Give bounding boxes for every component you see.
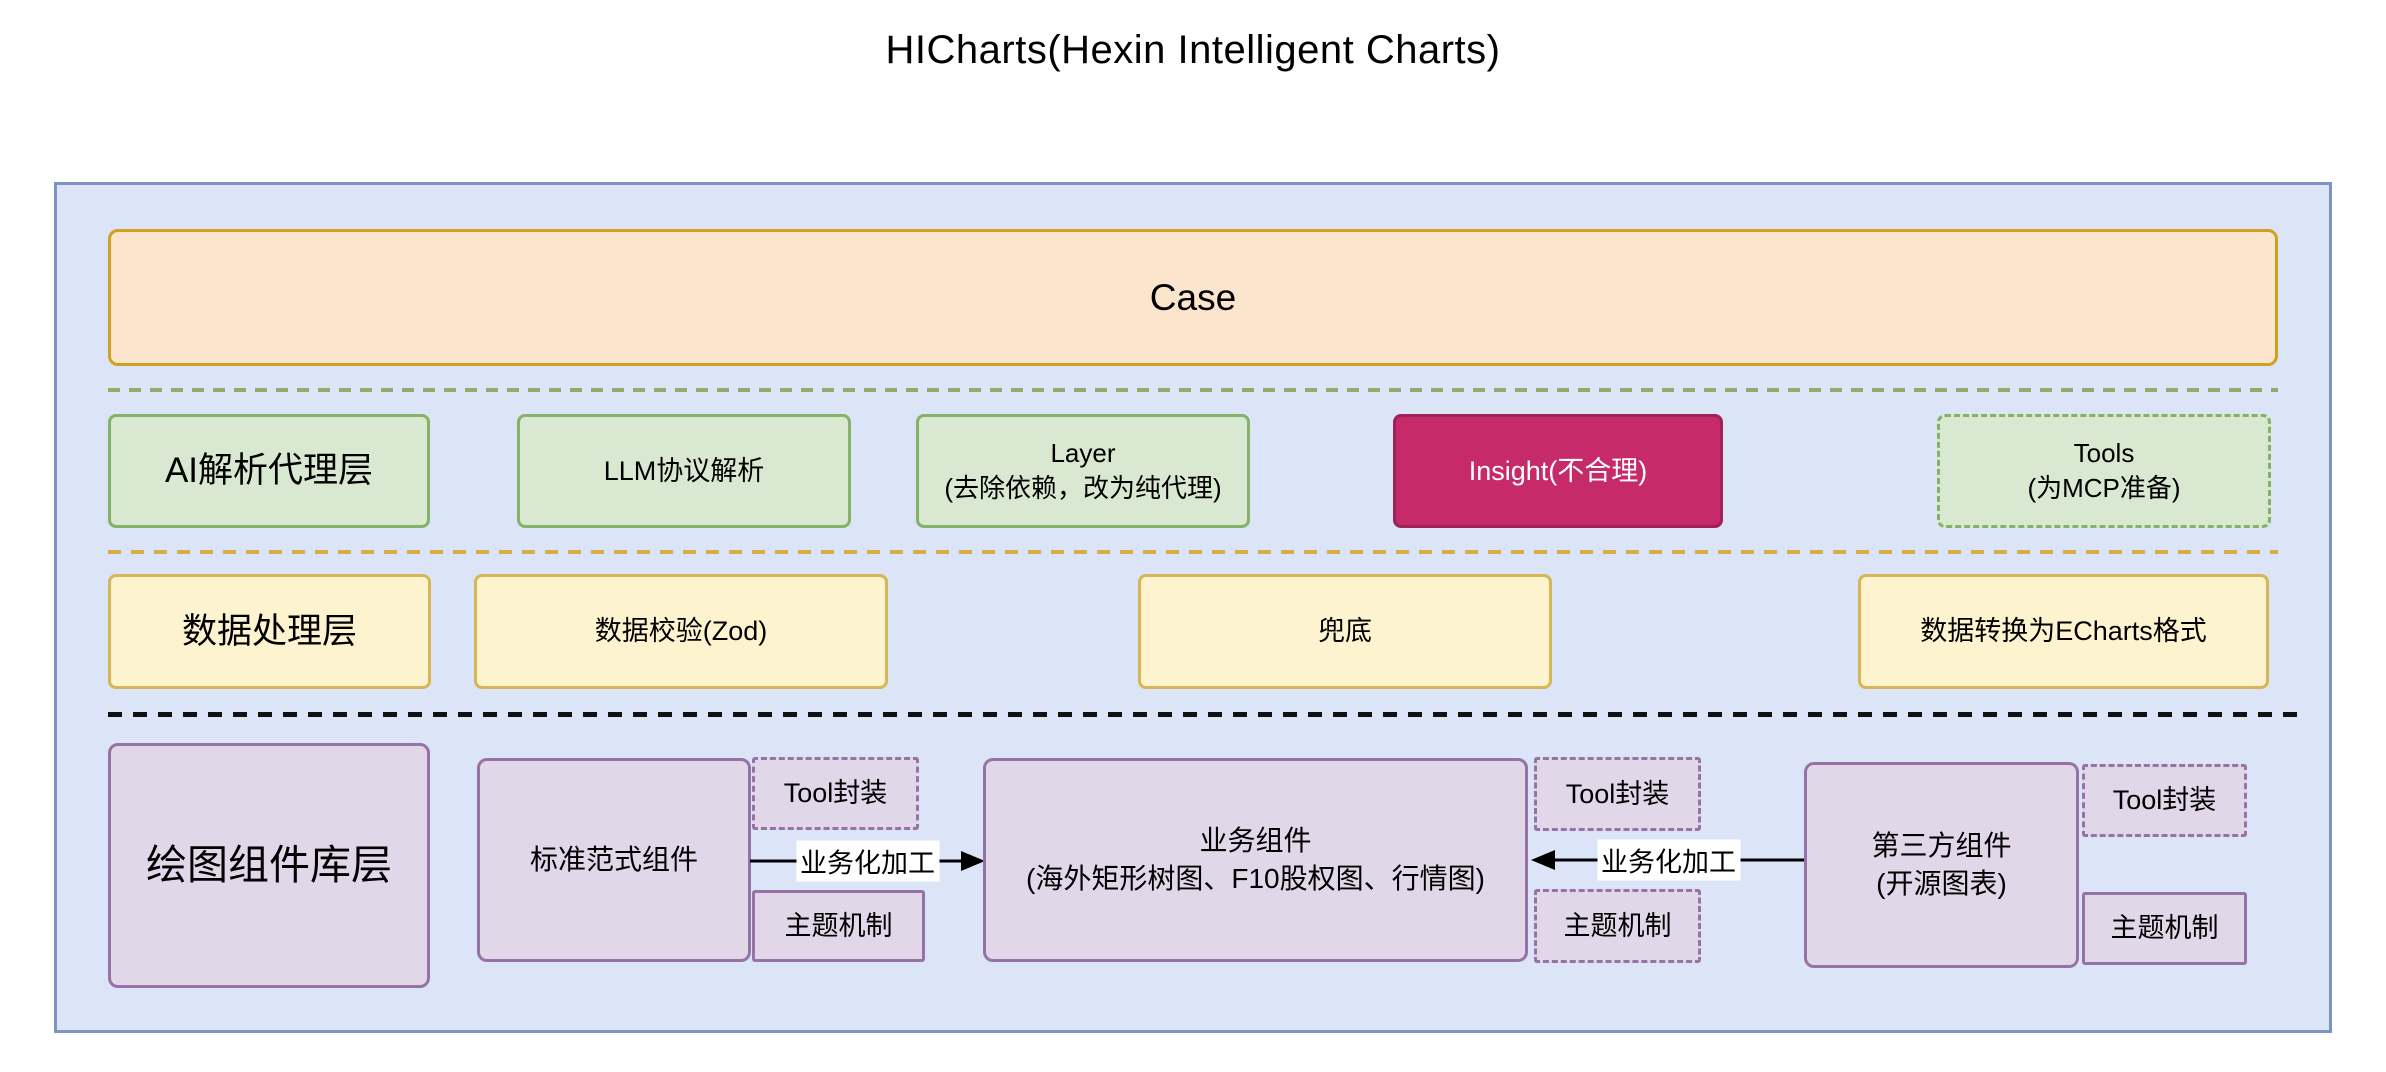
third-party-components-label: 第三方组件 (开源图表)	[1871, 830, 2012, 899]
box-insight-unreasonable: Insight(不合理)	[1393, 414, 1723, 528]
tool-wrap-label: Tool封装	[783, 778, 888, 809]
layer-pure-agent-label: Layer (去除依赖，改为纯代理)	[944, 437, 1222, 503]
llm-protocol-label: LLM协议解析	[603, 455, 765, 486]
business-components-label: 业务组件 (海外矩形树图、F10股权图、行情图)	[1026, 825, 1485, 894]
tool-wrap-box-business: Tool封装	[1534, 757, 1701, 831]
echarts-conversion-label: 数据转换为ECharts格式	[1920, 616, 2207, 647]
standard-components-label: 标准范式组件	[529, 844, 698, 876]
data-layer-label-box: 数据处理层	[108, 574, 431, 689]
black-dashed-separator	[108, 712, 2298, 717]
yellow-dashed-separator	[108, 550, 2278, 554]
theme-box-business: 主题机制	[1534, 889, 1701, 963]
theme-label: 主题机制	[784, 910, 893, 941]
box-fallback: 兜底	[1138, 574, 1552, 689]
arrow-head-right-icon	[961, 851, 985, 871]
tool-wrap-box-standard: Tool封装	[752, 757, 919, 830]
ai-layer-label: AI解析代理层	[164, 451, 374, 491]
ai-layer-label-box: AI解析代理层	[108, 414, 430, 528]
arrow-standard-to-business: 业务化加工	[750, 840, 985, 882]
theme-label: 主题机制	[2110, 913, 2219, 944]
theme-label: 主题机制	[1563, 910, 1672, 941]
box-data-validation-zod: 数据校验(Zod)	[474, 574, 888, 689]
business-processing-label-right: 业务化加工	[1597, 839, 1740, 881]
box-llm-protocol-parsing: LLM协议解析	[517, 414, 851, 528]
tool-wrap-label: Tool封装	[2112, 785, 2217, 816]
fallback-label: 兜底	[1318, 616, 1372, 647]
tool-wrap-box-third-party: Tool封装	[2082, 764, 2247, 837]
case-label: Case	[1149, 276, 1237, 318]
box-tools-mcp: Tools (为MCP准备)	[1937, 414, 2271, 528]
zod-label: 数据校验(Zod)	[594, 616, 768, 647]
draw-layer-label-box: 绘图组件库层	[108, 743, 430, 988]
arrow-head-left-icon	[1531, 850, 1555, 870]
box-third-party-components: 第三方组件 (开源图表)	[1804, 762, 2079, 968]
data-layer-label: 数据处理层	[181, 611, 357, 651]
box-layer-pure-agent: Layer (去除依赖，改为纯代理)	[916, 414, 1250, 528]
tool-wrap-label: Tool封装	[1565, 778, 1670, 809]
diagram-title: HICharts(Hexin Intelligent Charts)	[885, 28, 1501, 72]
case-box: Case	[108, 229, 2278, 366]
theme-box-third-party: 主题机制	[2082, 892, 2247, 965]
insight-label: Insight(不合理)	[1468, 455, 1648, 486]
business-processing-label-left: 业务化加工	[796, 840, 939, 882]
draw-layer-label: 绘图组件库层	[146, 841, 392, 888]
theme-box-standard: 主题机制	[752, 890, 925, 962]
box-business-components: 业务组件 (海外矩形树图、F10股权图、行情图)	[983, 758, 1528, 962]
hicharts-architecture-container: Case AI解析代理层 LLM协议解析 Layer (去除依赖，改为纯代理) …	[54, 182, 2332, 1033]
arrow-thirdparty-to-business: 业务化加工	[1531, 839, 1806, 881]
tools-mcp-label: Tools (为MCP准备)	[2027, 437, 2181, 503]
box-echarts-conversion: 数据转换为ECharts格式	[1858, 574, 2269, 689]
box-standard-paradigm-components: 标准范式组件	[477, 758, 751, 962]
green-dashed-separator	[108, 388, 2278, 392]
